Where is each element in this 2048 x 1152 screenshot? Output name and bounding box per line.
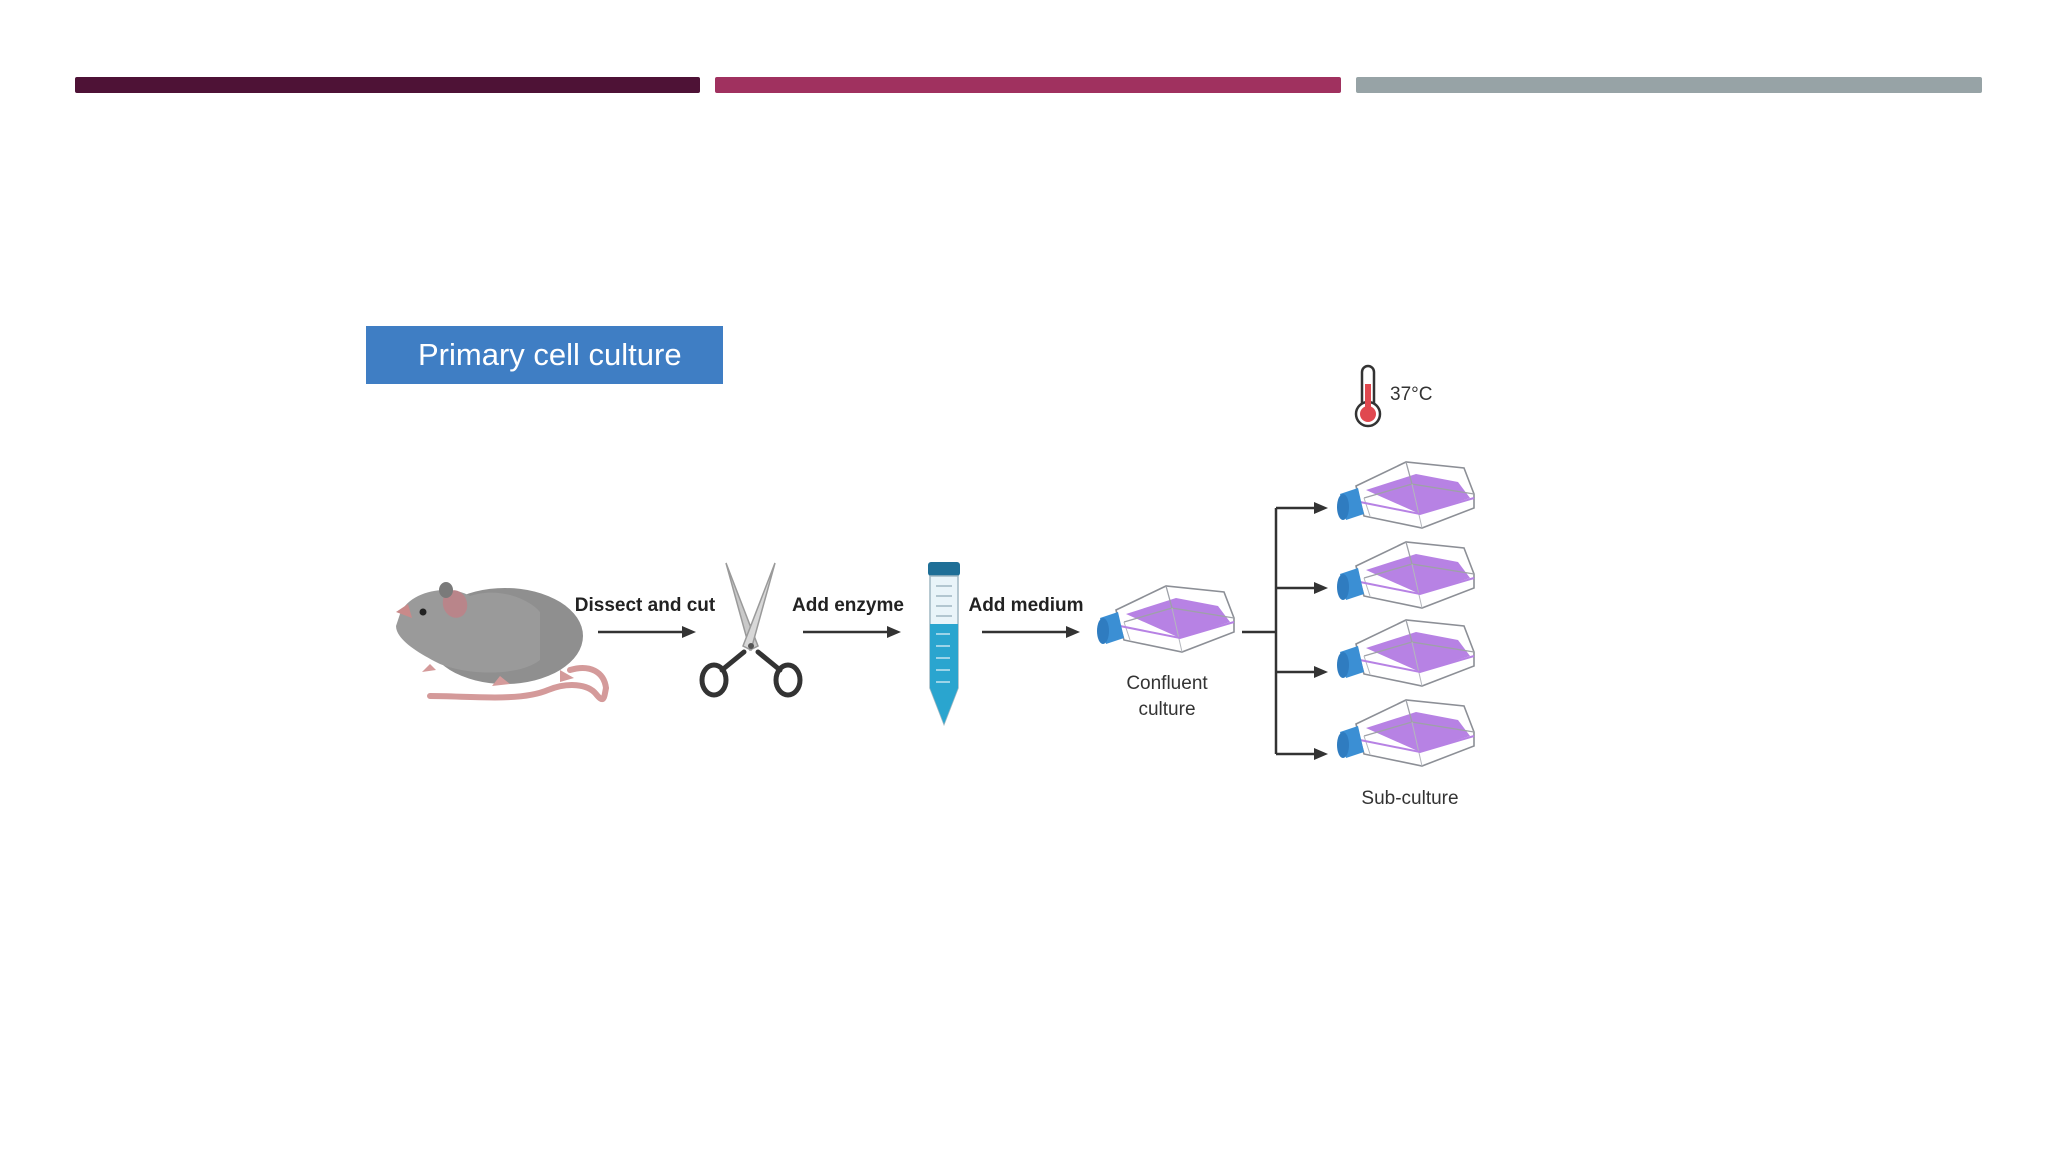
arrow-dissect — [598, 626, 696, 638]
step-label-dissect: Dissect and cut — [575, 595, 716, 616]
arrow-enzyme — [803, 626, 901, 638]
step-label-medium: Add medium — [968, 595, 1083, 616]
temperature-label: 37°C — [1390, 384, 1432, 405]
confluent-label-line2: culture — [1138, 699, 1195, 720]
decor-bar-gray — [1356, 77, 1982, 93]
step-label-enzyme: Add enzyme — [792, 595, 904, 616]
arrow-medium — [982, 626, 1080, 638]
culture-flask-icon — [1096, 585, 1235, 653]
scissors-icon — [699, 562, 803, 698]
decor-bar-dark — [75, 77, 700, 93]
subculture-branch-arrows — [1242, 502, 1328, 760]
subculture-flask-4 — [1336, 699, 1475, 767]
subculture-flask-2 — [1336, 541, 1475, 609]
thermometer-icon — [1354, 364, 1382, 428]
decor-bar-magenta — [715, 77, 1341, 93]
diagram-title: Primary cell culture — [366, 326, 723, 384]
centrifuge-tube-icon — [928, 562, 960, 727]
subculture-flask-1 — [1336, 461, 1475, 529]
confluent-label-line1: Confluent — [1126, 673, 1208, 694]
subculture-flask-3 — [1336, 619, 1475, 687]
mouse-icon — [396, 582, 610, 703]
subculture-label: Sub-culture — [1361, 788, 1458, 809]
